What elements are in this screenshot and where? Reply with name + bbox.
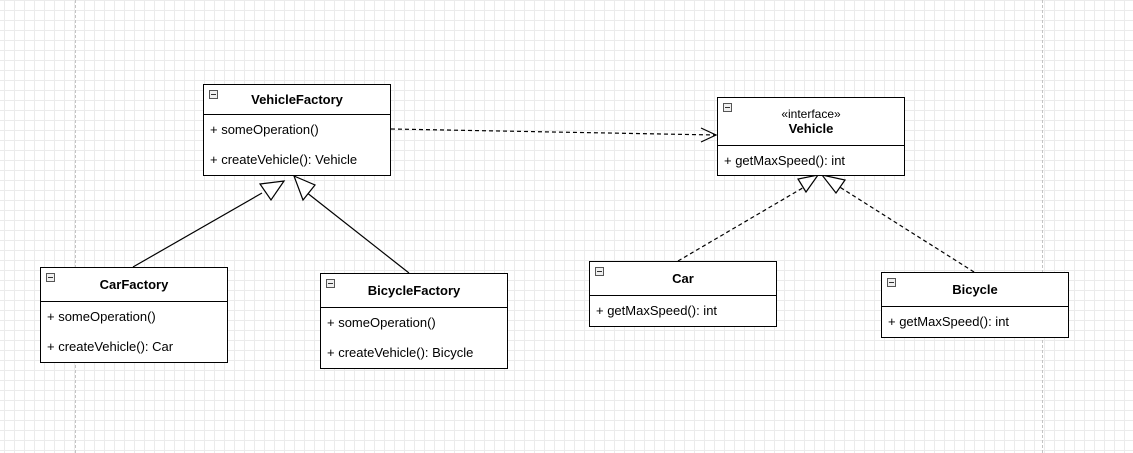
class-carfactory[interactable]: CarFactory + someOperation() + createVeh… [40, 267, 228, 363]
class-header: Bicycle [882, 273, 1068, 307]
operation[interactable]: + createVehicle(): Car [47, 339, 174, 354]
carfactory-generalization-arrowhead [258, 180, 286, 202]
page-border-left [75, 0, 76, 453]
operation[interactable]: + getMaxSpeed(): int [724, 153, 846, 168]
bicycle-realization-arrowhead [820, 174, 847, 195]
class-vehiclefactory[interactable]: VehicleFactory + someOperation() + creat… [203, 84, 391, 176]
collapse-icon[interactable] [326, 279, 335, 288]
class-header: «interface» Vehicle [718, 98, 904, 146]
bicycle-realization-line[interactable] [837, 185, 975, 273]
interface-vehicle[interactable]: «interface» Vehicle + getMaxSpeed(): int [717, 97, 905, 176]
stereotype-label: «interface» [781, 107, 841, 121]
operation[interactable]: + createVehicle(): Vehicle [210, 152, 358, 167]
class-name: Bicycle [952, 282, 998, 297]
dependency-line[interactable] [390, 128, 717, 136]
car-realization-line[interactable] [677, 185, 807, 262]
class-name: Vehicle [788, 121, 834, 136]
car-realization-arrowhead [797, 174, 820, 194]
class-car[interactable]: Car + getMaxSpeed(): int [589, 261, 777, 327]
operation[interactable]: + createVehicle(): Bicycle [327, 345, 474, 360]
class-name: CarFactory [99, 277, 169, 292]
collapse-icon[interactable] [887, 278, 896, 287]
page-border-right [1042, 0, 1043, 453]
class-header: CarFactory [41, 268, 227, 302]
class-name: VehicleFactory [251, 92, 343, 107]
operation[interactable]: + someOperation() [210, 122, 319, 137]
class-bicycle[interactable]: Bicycle + getMaxSpeed(): int [881, 272, 1069, 338]
carfactory-generalization-line[interactable] [132, 192, 263, 268]
class-bicyclefactory[interactable]: BicycleFactory + someOperation() + creat… [320, 273, 508, 369]
collapse-icon[interactable] [46, 273, 55, 282]
collapse-icon[interactable] [723, 103, 732, 112]
operation[interactable]: + getMaxSpeed(): int [888, 314, 1010, 329]
operation[interactable]: + getMaxSpeed(): int [596, 303, 718, 318]
class-name: BicycleFactory [367, 283, 461, 298]
bicyclefactory-generalization-line[interactable] [305, 191, 410, 274]
class-name: Car [672, 271, 694, 286]
collapse-icon[interactable] [595, 267, 604, 276]
class-header: Car [590, 262, 776, 296]
operation[interactable]: + someOperation() [327, 315, 436, 330]
operation[interactable]: + someOperation() [47, 309, 156, 324]
bicyclefactory-generalization-arrowhead [292, 174, 316, 202]
class-header: BicycleFactory [321, 274, 507, 308]
dependency-arrowhead [700, 127, 718, 143]
class-header: VehicleFactory [204, 85, 390, 115]
collapse-icon[interactable] [209, 90, 218, 99]
